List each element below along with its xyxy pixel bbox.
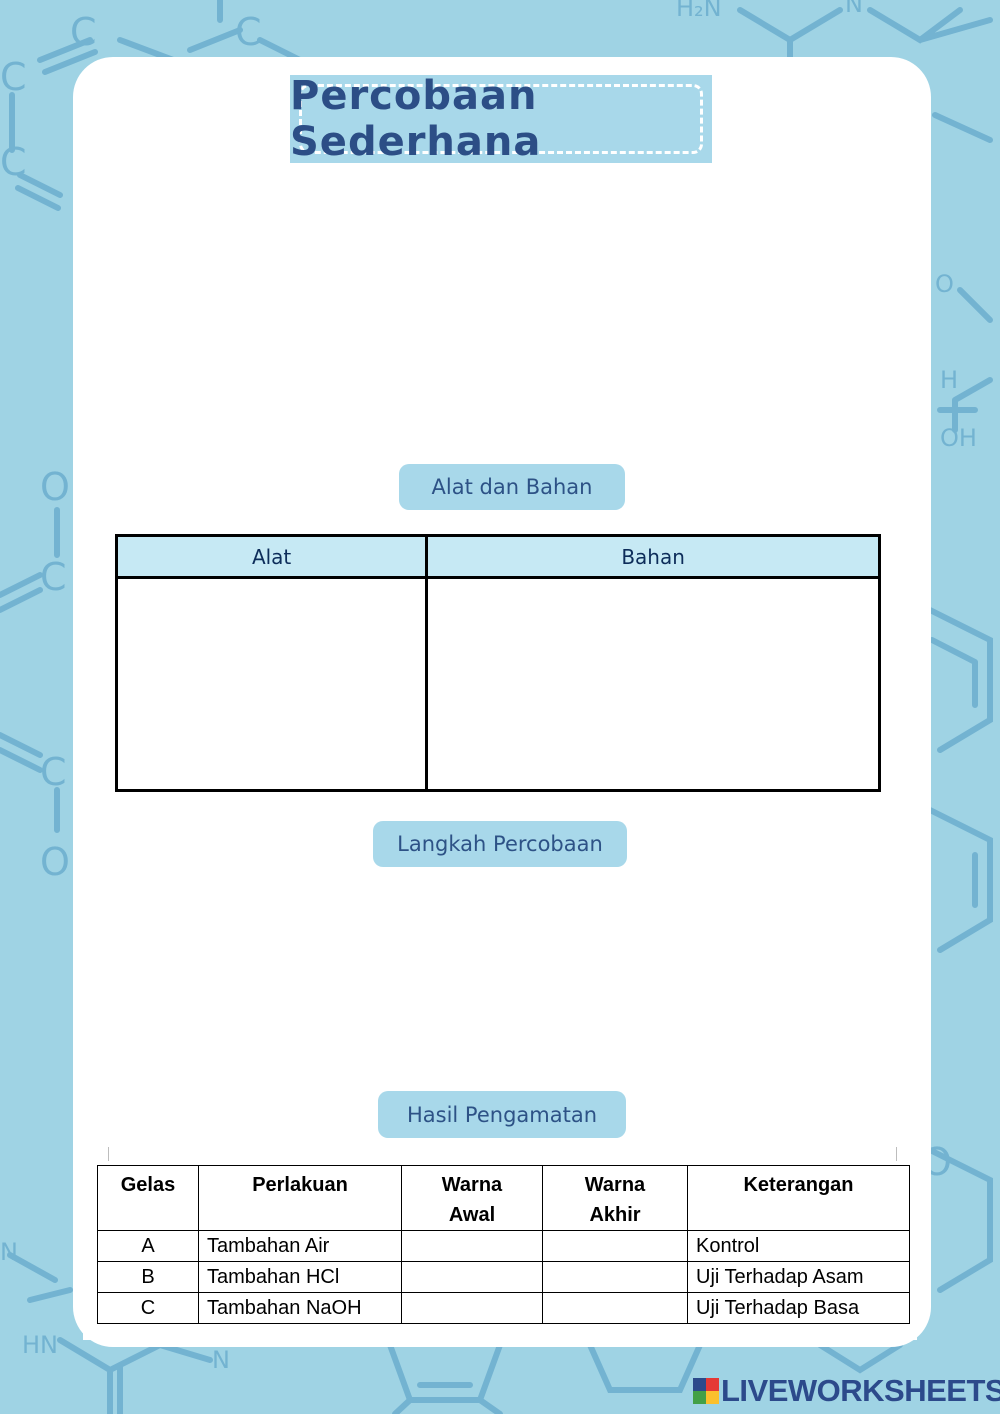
perlakuan-cell: Tambahan Air xyxy=(198,1230,402,1262)
crop-mark-right xyxy=(896,1147,897,1161)
gelas-header: Gelas xyxy=(97,1165,199,1231)
bg-label-h: H xyxy=(940,366,958,394)
bg-label-hn: HN xyxy=(22,1331,58,1359)
keterangan-header: Keterangan xyxy=(687,1165,910,1231)
warna-akhir-cell[interactable] xyxy=(542,1230,688,1262)
table-row: A Tambahan Air Kontrol xyxy=(97,1230,910,1262)
logo-square-v xyxy=(693,1391,706,1404)
bg-label-h2n: H₂N xyxy=(676,0,722,22)
page-title: Percobaan Sederhana xyxy=(290,73,542,165)
liveworksheets-logo-icon xyxy=(693,1378,719,1404)
bg-label-c-2: C xyxy=(235,10,262,54)
bg-label-c-4: C xyxy=(0,140,27,184)
gelas-cell: A xyxy=(97,1230,199,1262)
table-row: B Tambahan HCl Uji Terhadap Asam xyxy=(97,1261,910,1293)
liveworksheets-brand-text: LIVEWORKSHEETS xyxy=(721,1373,1000,1408)
observation-table: Gelas Perlakuan Warna Awal Warna Akhir K… xyxy=(97,1165,910,1324)
observation-table-image: Gelas Perlakuan Warna Awal Warna Akhir K… xyxy=(83,1147,917,1340)
warna-awal-header: Warna Awal xyxy=(401,1165,543,1231)
bg-label-o-1: O xyxy=(40,465,70,509)
keterangan-cell: Uji Terhadap Asam xyxy=(687,1261,910,1293)
alat-answer-cell[interactable] xyxy=(114,576,429,792)
gelas-cell: C xyxy=(97,1292,199,1324)
bg-label-c-5: C xyxy=(40,555,67,599)
logo-square-e xyxy=(706,1391,719,1404)
warna-awal-cell[interactable] xyxy=(401,1230,543,1262)
gelas-cell: B xyxy=(97,1261,199,1293)
bg-label-c-6: C xyxy=(40,750,67,794)
bg-label-c-1: C xyxy=(70,10,97,54)
bg-label-n-2: N xyxy=(0,1238,18,1266)
warna-awal-header-line2: Awal xyxy=(448,1204,496,1226)
warna-awal-header-line1: Warna xyxy=(441,1174,503,1196)
title-banner: Percobaan Sederhana xyxy=(290,73,712,165)
crop-mark-left xyxy=(108,1147,109,1161)
bg-label-oh: OH xyxy=(940,424,977,452)
keterangan-cell: Uji Terhadap Basa xyxy=(687,1292,910,1324)
langkah-answer-area[interactable] xyxy=(115,880,881,1080)
bahan-header: Bahan xyxy=(425,534,881,579)
warna-akhir-header: Warna Akhir xyxy=(542,1165,688,1231)
bg-label-o-2: O xyxy=(40,840,70,884)
keterangan-cell: Kontrol xyxy=(687,1230,910,1262)
warna-akhir-header-line1: Warna xyxy=(584,1174,646,1196)
section-hasil-label: Hasil Pengamatan xyxy=(378,1091,626,1138)
liveworksheets-logo[interactable]: LIVEWORKSHEETS xyxy=(693,1373,1000,1408)
alat-header: Alat xyxy=(114,534,429,579)
alat-bahan-table: Alat Bahan xyxy=(114,534,881,792)
perlakuan-cell: Tambahan NaOH xyxy=(198,1292,402,1324)
warna-akhir-cell[interactable] xyxy=(542,1261,688,1293)
table-row: C Tambahan NaOH Uji Terhadap Basa xyxy=(97,1292,910,1324)
warna-akhir-cell[interactable] xyxy=(542,1292,688,1324)
bg-label-n-1: N xyxy=(845,0,863,18)
warna-awal-cell[interactable] xyxy=(401,1261,543,1293)
perlakuan-header: Perlakuan xyxy=(198,1165,402,1231)
bahan-answer-cell[interactable] xyxy=(425,576,881,792)
logo-square-i xyxy=(706,1378,719,1391)
section-alat-bahan-label: Alat dan Bahan xyxy=(399,464,625,510)
bg-label-o-4: O xyxy=(935,270,954,298)
warna-awal-cell[interactable] xyxy=(401,1292,543,1324)
warna-akhir-header-line2: Akhir xyxy=(589,1204,641,1226)
bg-label-n-3: N xyxy=(212,1346,230,1374)
section-langkah-label: Langkah Percobaan xyxy=(373,821,627,867)
logo-square-l xyxy=(693,1378,706,1391)
perlakuan-cell: Tambahan HCl xyxy=(198,1261,402,1293)
title-dashed-border xyxy=(299,84,703,154)
bg-label-c-3: C xyxy=(0,55,27,99)
